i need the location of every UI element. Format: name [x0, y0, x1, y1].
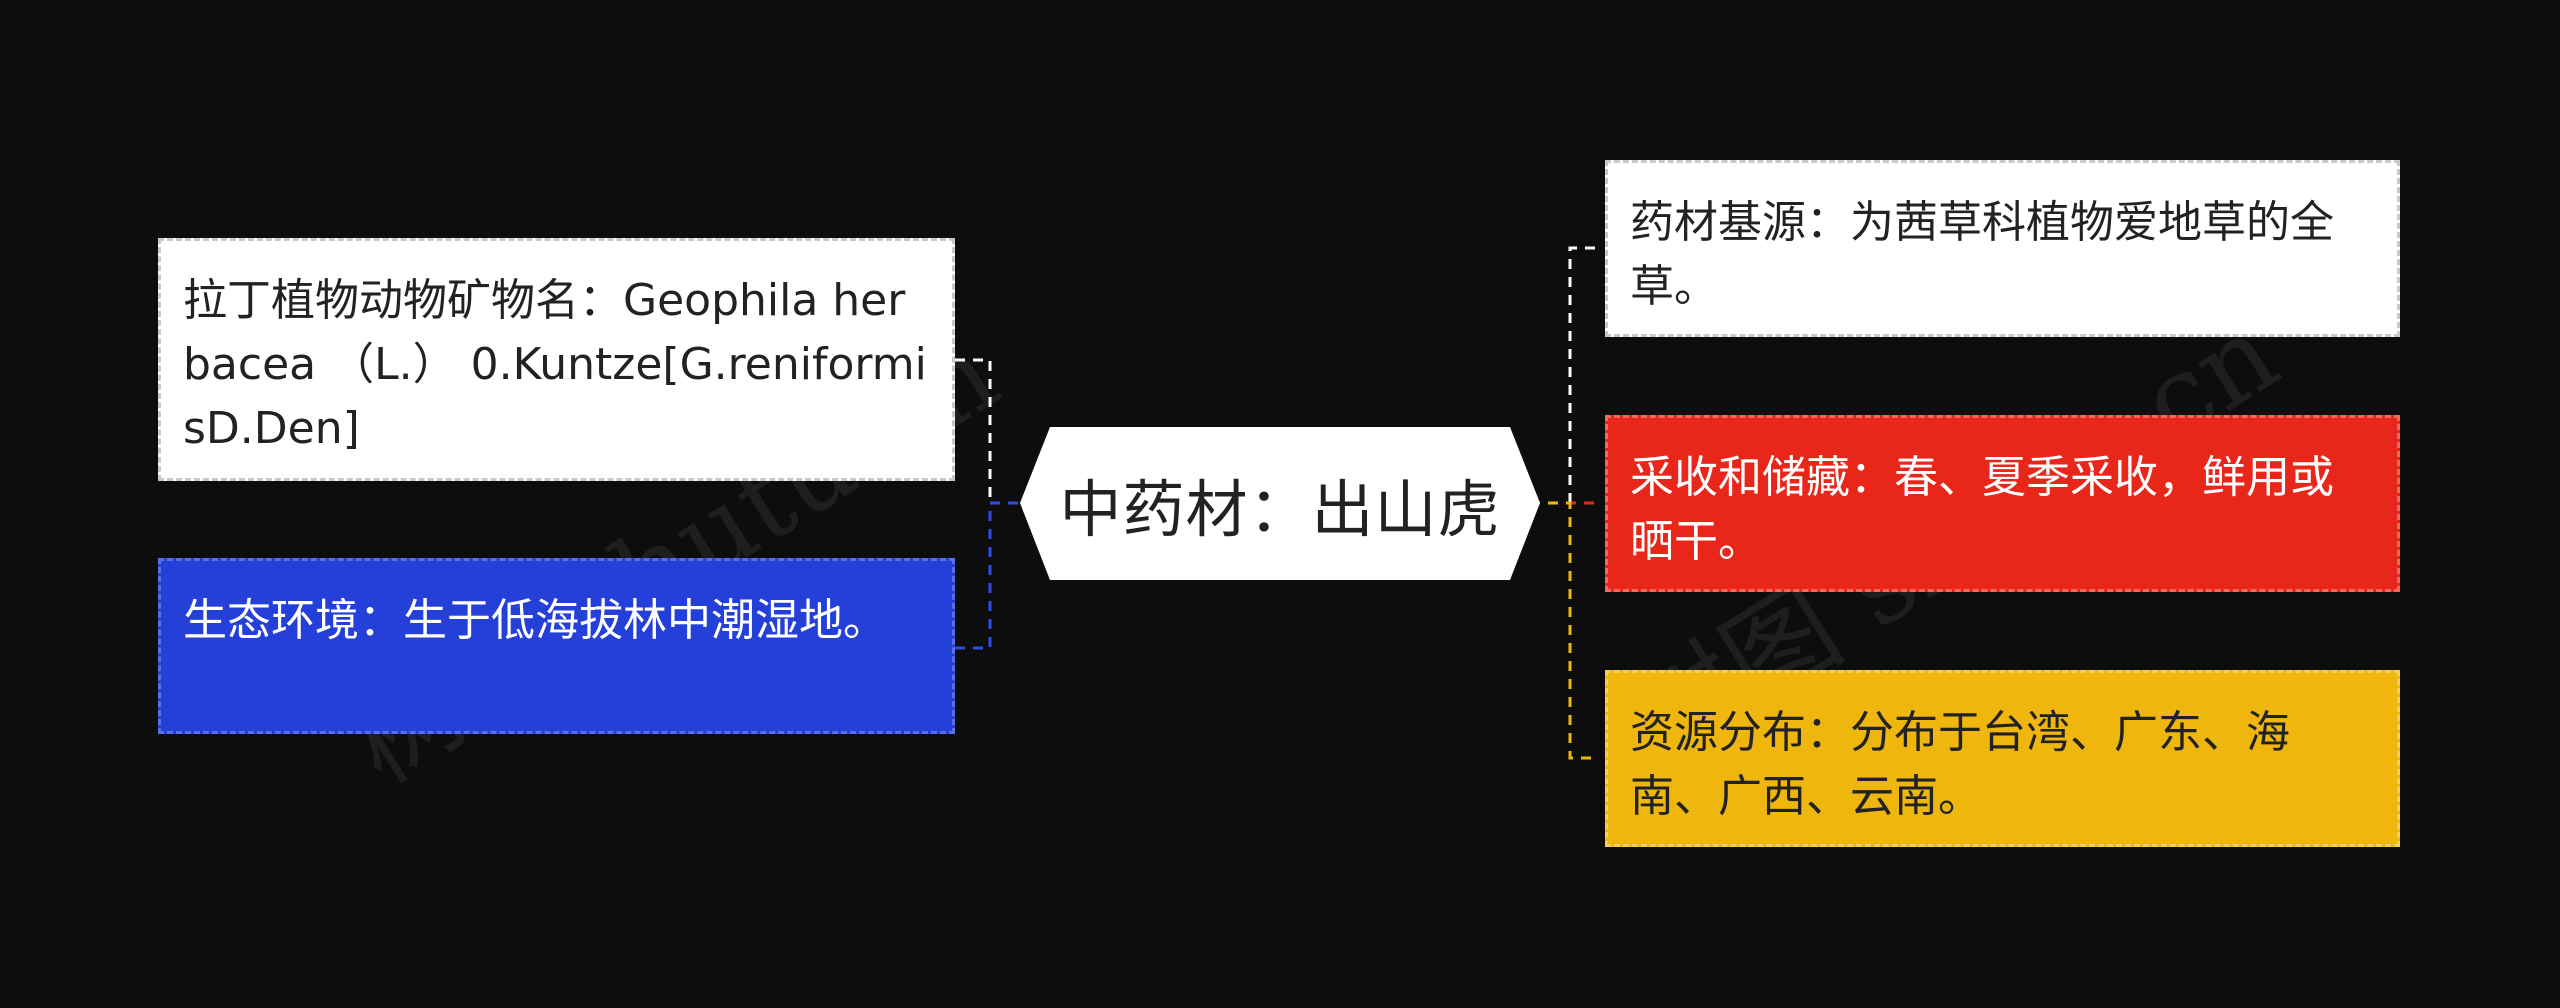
- node-harvest-storage-text: 采收和储藏：春、夏季采收，鲜用或晒干。: [1630, 452, 2334, 567]
- node-habitat[interactable]: 生态环境：生于低海拔林中潮湿地。: [158, 558, 955, 734]
- node-source[interactable]: 药材基源：为茜草科植物爱地草的全草。: [1605, 160, 2400, 337]
- node-distribution-text: 资源分布：分布于台湾、广东、海南、广西、云南。: [1630, 707, 2290, 822]
- central-topic[interactable]: 中药材：出山虎: [1020, 427, 1540, 580]
- node-harvest-storage[interactable]: 采收和储藏：春、夏季采收，鲜用或晒干。: [1605, 415, 2400, 592]
- node-latin-name-text: 拉丁植物动物矿物名：Geophila herbacea （L.） 0.Kuntz…: [183, 275, 927, 454]
- node-source-text: 药材基源：为茜草科植物爱地草的全草。: [1630, 197, 2334, 312]
- central-topic-shape: [1020, 427, 1540, 580]
- connector-left-latin: [955, 358, 992, 503]
- central-topic-label: 中药材：出山虎: [1059, 472, 1501, 546]
- node-distribution[interactable]: 资源分布：分布于台湾、广东、海南、广西、云南。: [1605, 670, 2400, 847]
- connector-left-habitat: [955, 501, 1030, 650]
- connector-right-distribution: [1530, 501, 1595, 760]
- connector-right-source: [1568, 246, 1595, 503]
- node-latin-name[interactable]: 拉丁植物动物矿物名：Geophila herbacea （L.） 0.Kuntz…: [158, 238, 955, 481]
- node-habitat-text: 生态环境：生于低海拔林中潮湿地。: [183, 595, 887, 646]
